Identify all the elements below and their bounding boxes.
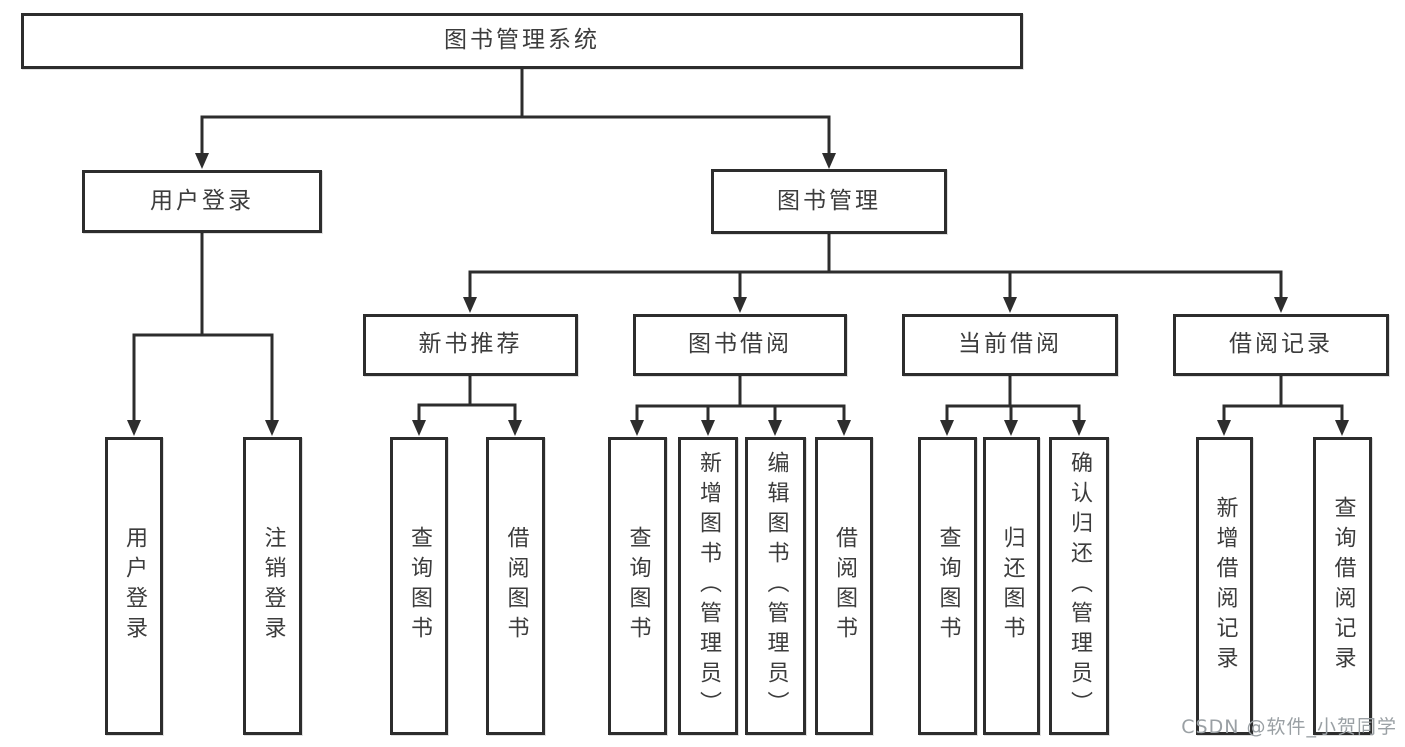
node-library-management-system: 图书管理系统	[21, 13, 1023, 69]
node-label: 图书管理系统	[444, 27, 600, 54]
leaf-confirm-return-admin: 确认归还（管理员）	[1049, 437, 1109, 735]
node-label: 新增图书（管理员）	[696, 451, 721, 721]
node-label: 新书推荐	[418, 331, 523, 358]
node-label: 借阅记录	[1229, 331, 1333, 358]
node-label: 查询借阅记录	[1330, 496, 1356, 676]
leaf-query-books-borrowing: 查询图书	[608, 437, 667, 735]
node-user-login: 用户登录	[82, 170, 322, 233]
node-label: 借阅图书	[503, 526, 529, 646]
leaf-edit-book-admin: 编辑图书（管理员）	[745, 437, 806, 735]
leaf-borrow-books: 借阅图书	[815, 437, 873, 735]
node-book-management: 图书管理	[711, 169, 947, 234]
leaf-user-login: 用户登录	[105, 437, 163, 735]
leaf-add-book-admin: 新增图书（管理员）	[678, 437, 738, 735]
csdn-watermark: CSDN @软件_小贺同学	[1181, 716, 1397, 738]
node-label: 查询图书	[935, 526, 961, 646]
leaf-add-borrow-record: 新增借阅记录	[1196, 437, 1253, 735]
node-label: 查询图书	[407, 526, 432, 646]
node-label: 图书借阅	[688, 331, 792, 358]
node-label: 图书管理	[777, 187, 881, 214]
node-label: 用户登录	[150, 187, 254, 214]
arrowheads	[127, 153, 1349, 436]
node-label: 查询图书	[625, 526, 651, 646]
node-current-borrowing: 当前借阅	[902, 314, 1118, 376]
node-label: 编辑图书（管理员）	[763, 451, 789, 721]
node-label: 确认归还（管理员）	[1067, 451, 1092, 721]
leaf-query-books-recommend: 查询图书	[390, 437, 448, 735]
node-label: 用户登录	[122, 526, 147, 646]
leaf-query-books-current: 查询图书	[918, 437, 977, 735]
node-label: 归还图书	[999, 526, 1025, 646]
node-label: 当前借阅	[958, 331, 1062, 358]
node-new-book-recommend: 新书推荐	[363, 314, 578, 376]
node-label: 借阅图书	[832, 526, 857, 646]
node-book-borrowing: 图书借阅	[633, 314, 847, 376]
leaf-query-borrow-record: 查询借阅记录	[1313, 437, 1372, 735]
leaf-return-book: 归还图书	[983, 437, 1040, 735]
leaf-borrow-books-recommend: 借阅图书	[486, 437, 545, 735]
node-label: 注销登录	[260, 526, 286, 646]
leaf-logout: 注销登录	[243, 437, 302, 735]
node-borrowing-records: 借阅记录	[1173, 314, 1389, 376]
node-label: 新增借阅记录	[1212, 496, 1238, 676]
